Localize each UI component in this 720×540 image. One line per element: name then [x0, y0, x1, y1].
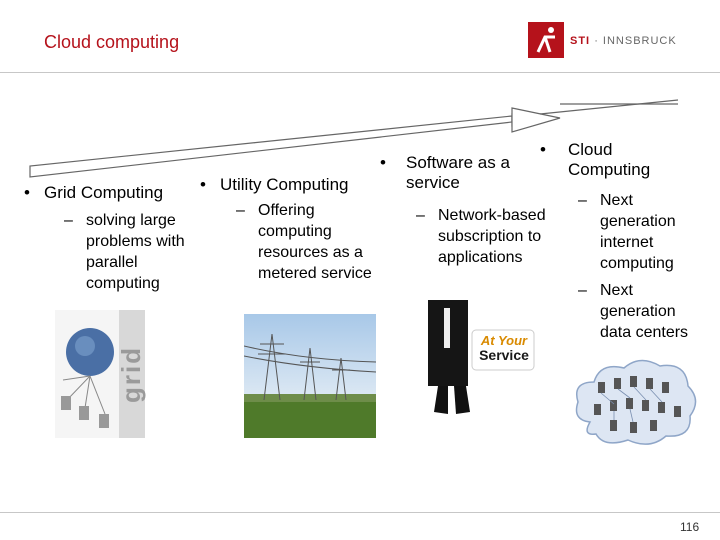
- grid-label: grid: [117, 345, 148, 402]
- utility-detail: – Offering computing resources as a mete…: [236, 200, 386, 284]
- saas-detail: – Network-based subscription to applicat…: [416, 205, 566, 268]
- bullet-software-as-a-service: • Software as a service: [380, 153, 540, 193]
- cloud-detail-1: – Next generation internet computing: [578, 190, 698, 274]
- bullet-cloud-computing: • Cloud Computing: [540, 140, 670, 180]
- footer-divider: [0, 512, 720, 513]
- bullet-grid-computing: •Grid Computing: [24, 183, 163, 203]
- cloud-servers-illustration: [570, 352, 700, 452]
- cloud-detail-2: – Next generation data centers: [578, 280, 698, 343]
- power-lines-photo: [244, 314, 376, 438]
- service-label: Service: [474, 348, 534, 362]
- at-your-label: At Your: [474, 334, 534, 348]
- page-number: 116: [680, 520, 699, 534]
- grid-detail: – solving large problems with parallel c…: [64, 210, 214, 294]
- bullet-utility-computing: •Utility Computing: [200, 175, 349, 195]
- grid-illustration: grid: [55, 310, 145, 438]
- service-person-image: At Your Service: [418, 300, 538, 420]
